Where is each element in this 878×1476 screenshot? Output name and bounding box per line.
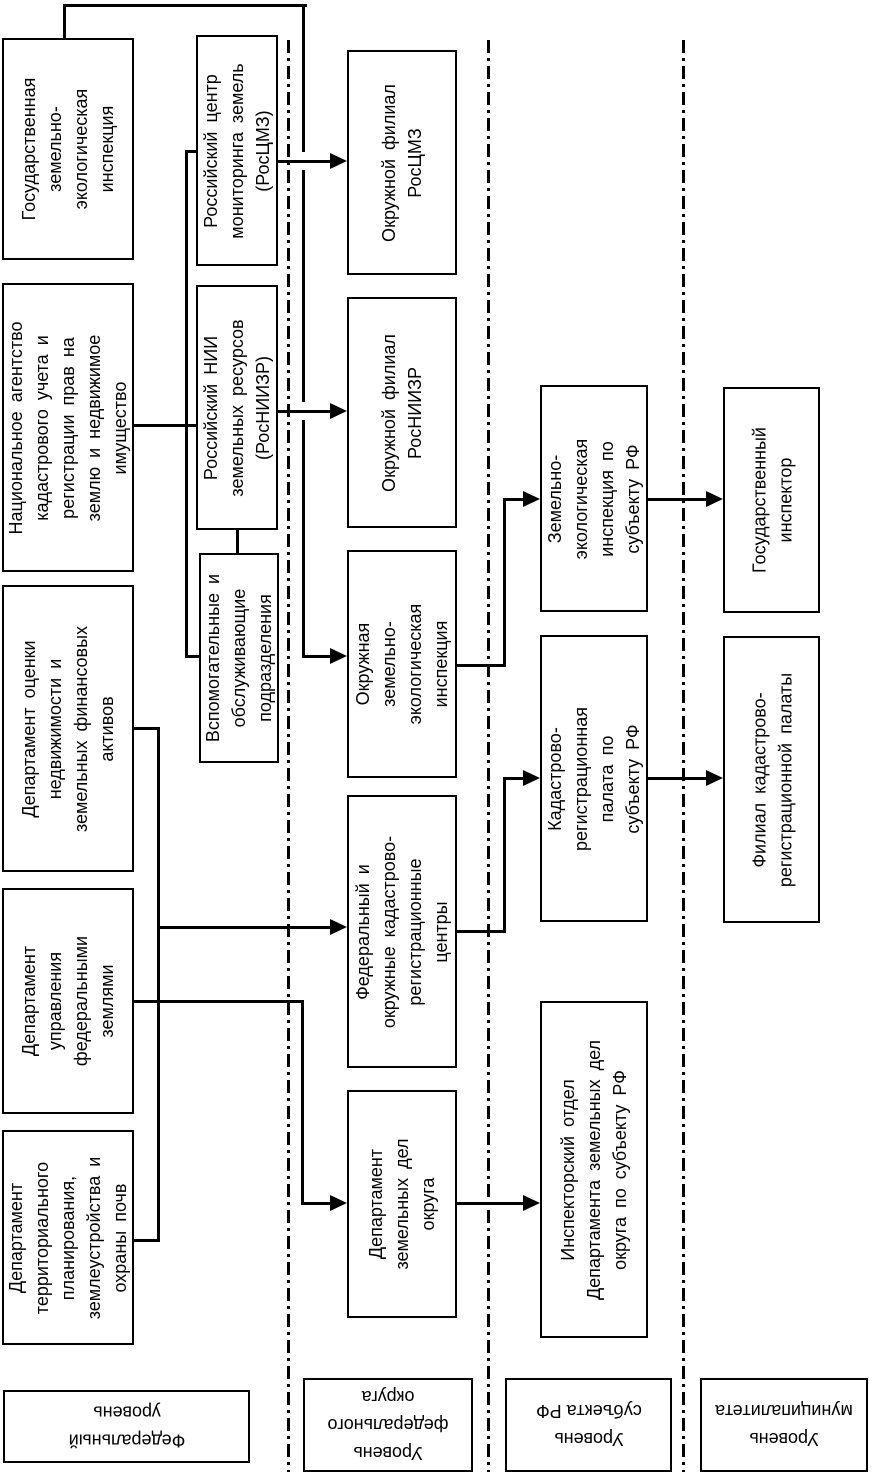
node-text: Департамент земельных дел округа — [366, 1138, 438, 1270]
connector-line — [63, 4, 66, 40]
node-state-land-eco-inspection: Государственная земельно- экологическая … — [2, 38, 134, 260]
arrow-head-icon — [330, 1195, 347, 1211]
connector-line — [301, 1000, 304, 1205]
connector-line — [134, 727, 159, 730]
node-okrug-branch-rosniizr: Окружной филиал РосНИИЗР — [347, 297, 457, 528]
level-label-text: Уровень муниципалитета — [715, 1401, 853, 1449]
node-text: Национальное агентство кадастрового учет… — [6, 321, 130, 534]
node-cadastre-chamber-subject: Кадастрово- регистрационная палата по су… — [540, 635, 648, 922]
node-text: Окружной филиал РосНИИЗР — [379, 333, 425, 492]
arrow-head-icon — [523, 770, 540, 786]
node-inspection-dept-subject: Инспекторский отдел Департамента земельн… — [540, 1001, 648, 1338]
node-text: Окружная земельно- экологическая инспекц… — [353, 603, 451, 725]
node-text: Российский центр мониторинга земель (Рос… — [201, 62, 273, 239]
node-cadastre-chamber-branch: Филиал кадастрово- регистрационной палат… — [723, 636, 820, 923]
connector-line — [503, 498, 525, 501]
node-ros-niizr: Российский НИИ земельных ресурсов (РосНИ… — [196, 285, 278, 530]
arrow-head-icon — [330, 403, 347, 419]
node-text: Филиал кадастрово- регистрационной палат… — [748, 672, 795, 887]
connector-line — [648, 498, 708, 501]
connector-line — [236, 528, 239, 555]
level-label-federal: Федеральный уровень — [3, 1390, 250, 1463]
level-divider-line — [682, 40, 685, 1472]
level-label-text: Уровень субъекта РФ — [535, 1401, 642, 1449]
arrow-head-icon — [330, 648, 347, 664]
connector-line — [456, 1202, 526, 1205]
connector-line — [185, 150, 188, 658]
node-national-agency: Национальное агентство кадастрового учет… — [2, 283, 134, 572]
node-text: Земельно- экологическая инспекция по суб… — [545, 438, 643, 559]
node-okrug-branch-roscmz: Окружной филиал РосЦМЗ — [347, 50, 457, 275]
connector-line — [503, 777, 525, 780]
connector-line — [278, 410, 332, 413]
connector-line — [157, 926, 332, 929]
node-dept-federal-lands: Департамент управления федеральными земл… — [2, 888, 134, 1114]
connector-line — [302, 170, 305, 402]
level-label-subject-rf: Уровень субъекта РФ — [505, 1378, 672, 1472]
node-text: Российский НИИ земельных ресурсов (РосНИ… — [201, 318, 273, 497]
connector-line — [503, 777, 506, 933]
arrow-head-icon — [523, 491, 540, 507]
arrow-head-icon — [706, 770, 723, 786]
node-text: Государственная земельно- экологическая … — [19, 77, 117, 221]
level-label-municipal: Уровень муниципалитета — [700, 1378, 868, 1472]
connector-line — [302, 655, 332, 658]
connector-line — [185, 150, 199, 153]
connector-line — [134, 424, 200, 427]
connector-line — [134, 1239, 159, 1242]
node-text: Государственный инспектор — [748, 427, 795, 573]
level-label-federal-okrug: Уровень федерального округа — [303, 1378, 473, 1472]
connector-line — [63, 4, 307, 7]
connector-line — [157, 727, 160, 1242]
connector-line — [301, 1202, 332, 1205]
node-text: Департамент территориального планировани… — [6, 1156, 130, 1319]
connector-line — [278, 160, 332, 163]
arrow-head-icon — [523, 1195, 540, 1211]
connector-line — [456, 664, 506, 667]
node-text: Федеральный и окружные кадастрово- регис… — [353, 835, 451, 1028]
arrow-head-icon — [330, 153, 347, 169]
connector-line — [302, 4, 305, 152]
connector-line — [503, 498, 506, 667]
connector-line — [185, 655, 201, 658]
node-federal-okrug-cadastre-centers: Федеральный и окружные кадастрово- регис… — [347, 795, 457, 1068]
node-state-inspector: Государственный инспектор — [723, 387, 820, 613]
connector-line — [302, 420, 305, 658]
node-text: Кадастрово- регистрационная палата по су… — [545, 706, 643, 851]
arrow-head-icon — [330, 919, 347, 935]
level-label-text: Федеральный уровень — [68, 1402, 185, 1451]
node-text: Департамент оценки недвижимости и земель… — [19, 625, 117, 832]
node-okrug-land-eco-inspection: Окружная земельно- экологическая инспекц… — [347, 550, 457, 778]
node-support-units: Вспомогательные и обслуживающие подразде… — [199, 553, 279, 763]
node-text: Вспомогательные и обслуживающие подразде… — [203, 573, 275, 743]
level-label-text: Уровень федерального округа — [327, 1387, 449, 1463]
level-divider-line — [287, 40, 290, 1472]
connector-line — [648, 777, 708, 780]
connector-line — [456, 930, 506, 933]
node-dept-land-affairs-okrug: Департамент земельных дел округа — [347, 1090, 457, 1318]
node-ros-cmz: Российский центр мониторинга земель (Рос… — [196, 35, 278, 266]
arrow-head-icon — [706, 491, 723, 507]
node-text: Департамент управления федеральными земл… — [19, 935, 117, 1067]
node-dept-valuation: Департамент оценки недвижимости и земель… — [2, 585, 134, 872]
connector-line — [134, 1000, 304, 1003]
node-text: Окружной филиал РосЦМЗ — [379, 83, 425, 242]
node-text: Инспекторский отдел Департамента земельн… — [558, 1039, 630, 1300]
node-dept-territorial-planning: Департамент территориального планировани… — [2, 1130, 134, 1345]
node-land-eco-inspection-subject: Земельно- экологическая инспекция по суб… — [540, 385, 648, 612]
level-divider-line — [487, 40, 490, 1472]
